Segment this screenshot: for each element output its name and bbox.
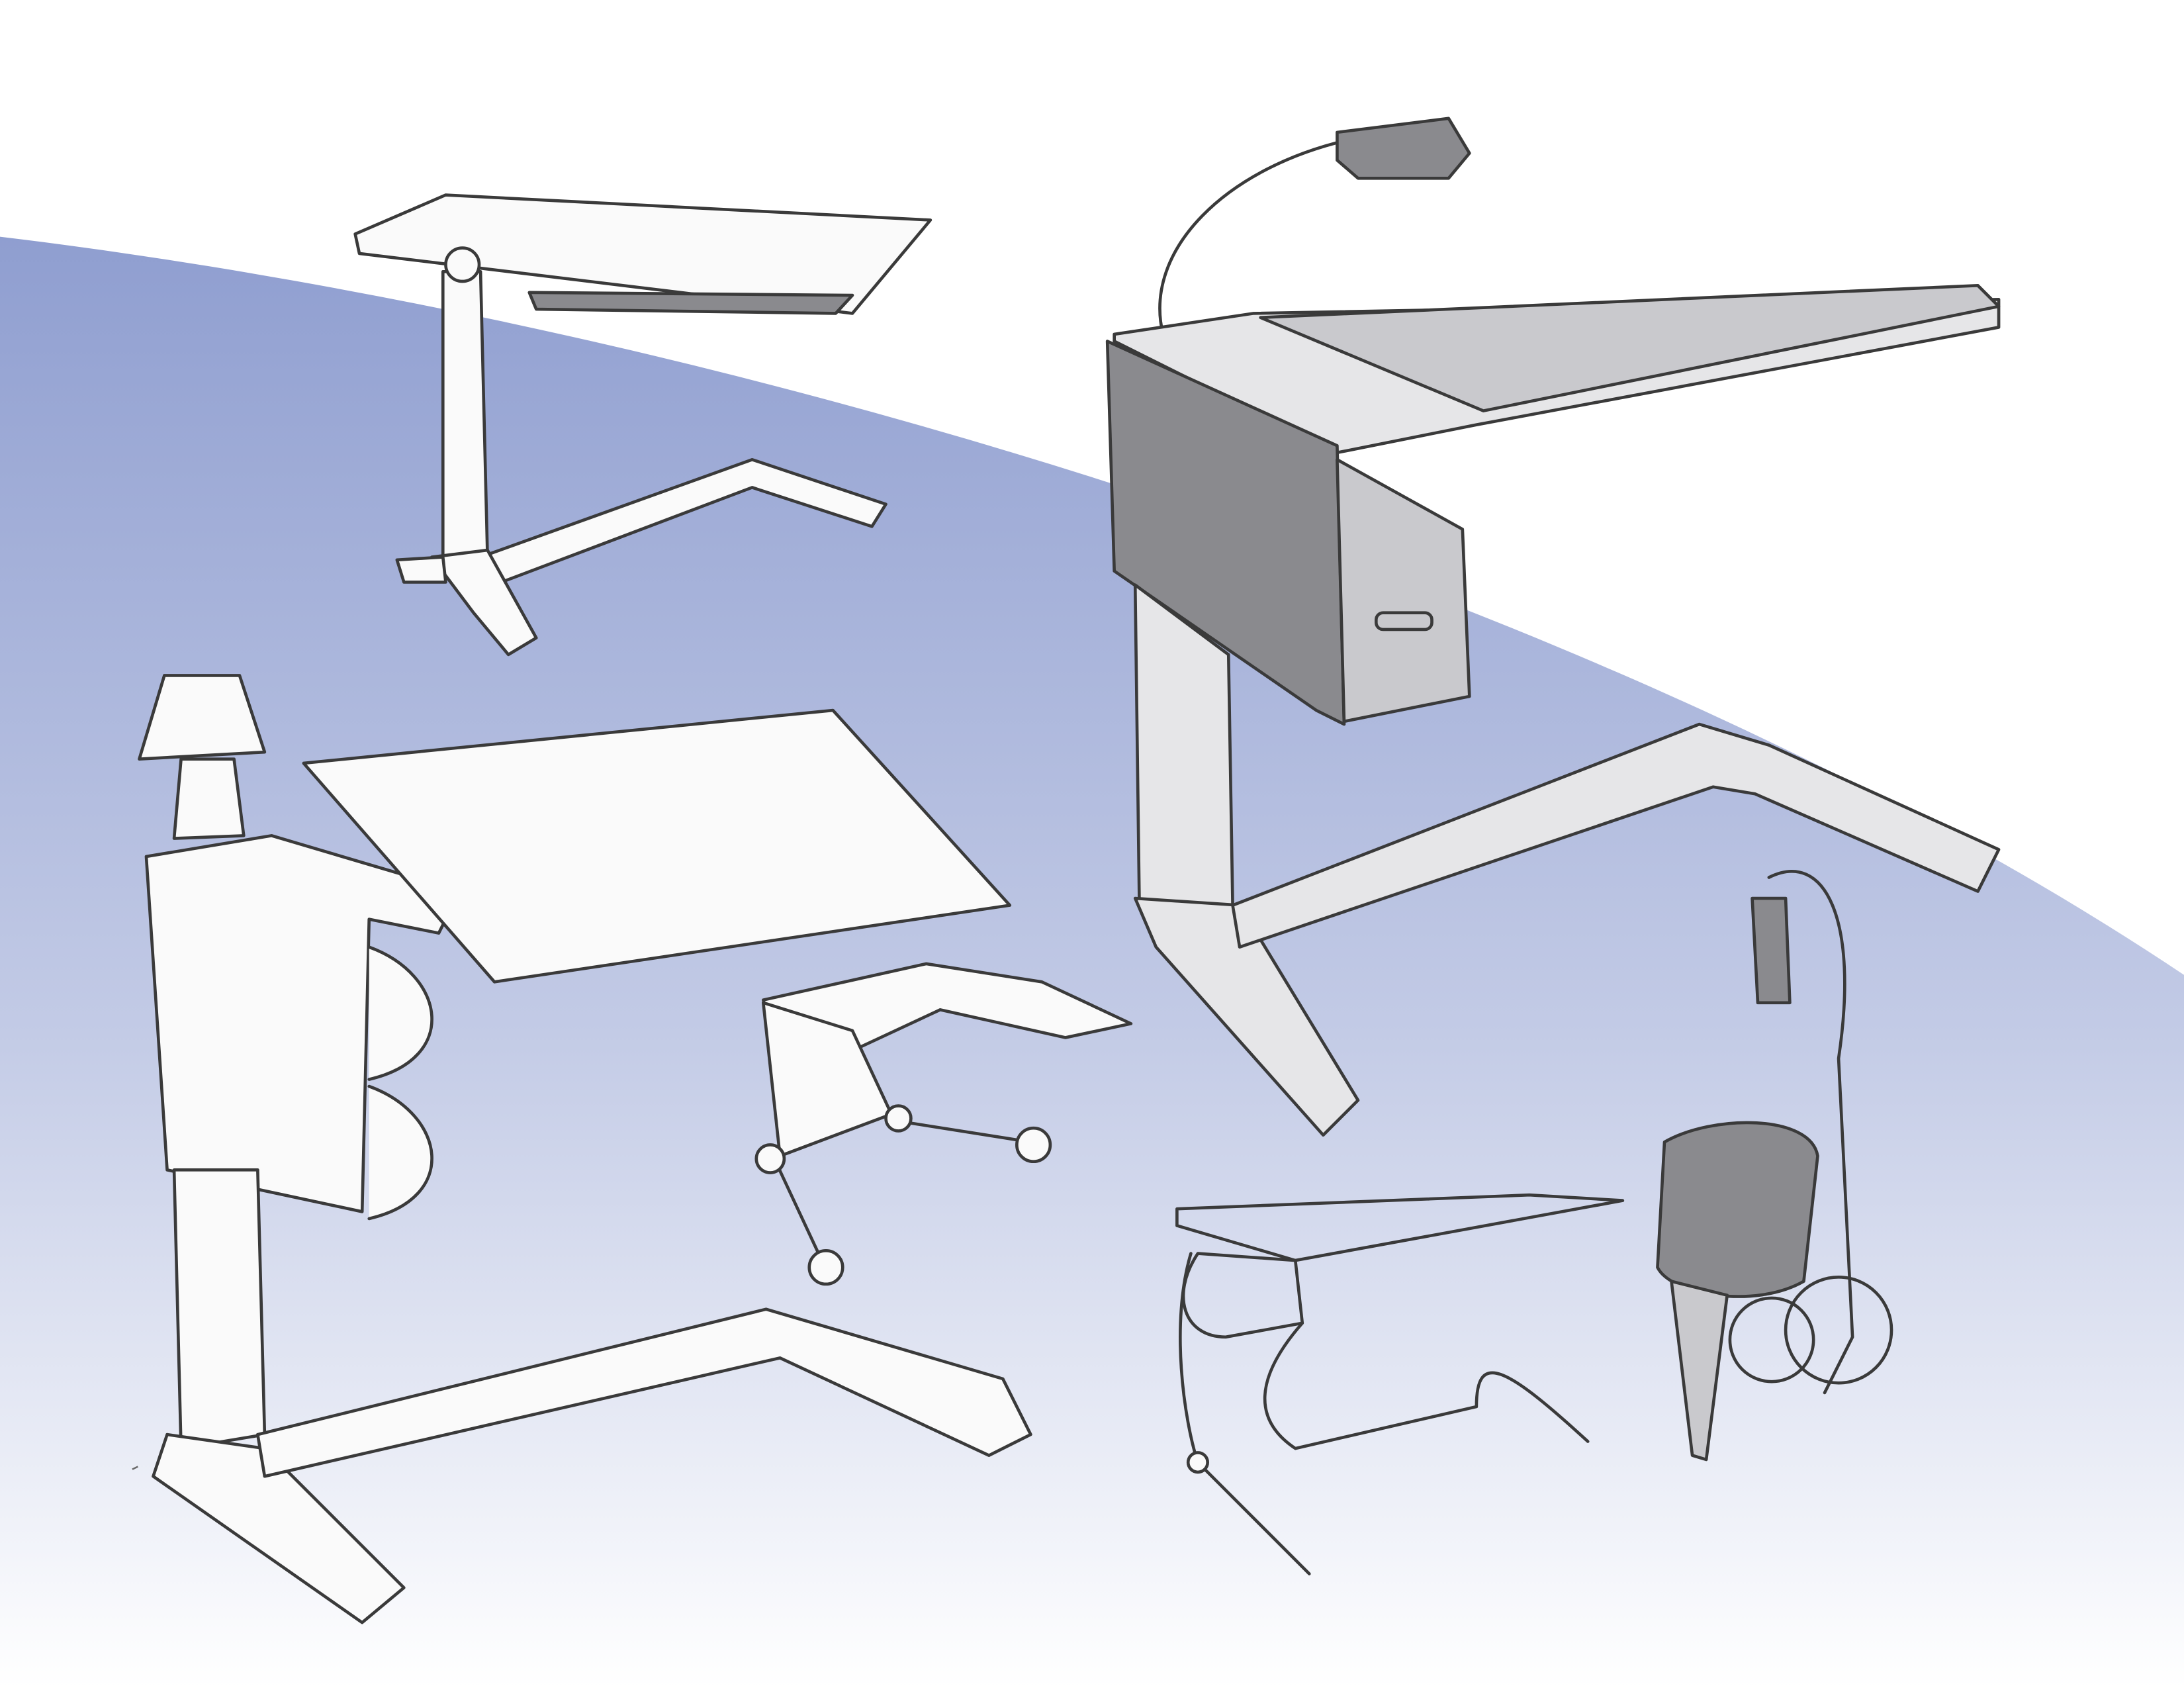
background-blue-band bbox=[0, 236, 2184, 1688]
sketch-table-lamp-shelf bbox=[138, 674, 1032, 1624]
signature-scribble bbox=[132, 1466, 138, 1470]
sketch-overbed-table-lamp-drawer bbox=[1105, 117, 2001, 1137]
sketch-table-curved-legs bbox=[1175, 1193, 1625, 1575]
sketch-iv-walker-cart bbox=[1656, 870, 1893, 1462]
sketch-table-ball-feet bbox=[754, 962, 1133, 1286]
sketch-overbed-table-small bbox=[353, 193, 933, 657]
